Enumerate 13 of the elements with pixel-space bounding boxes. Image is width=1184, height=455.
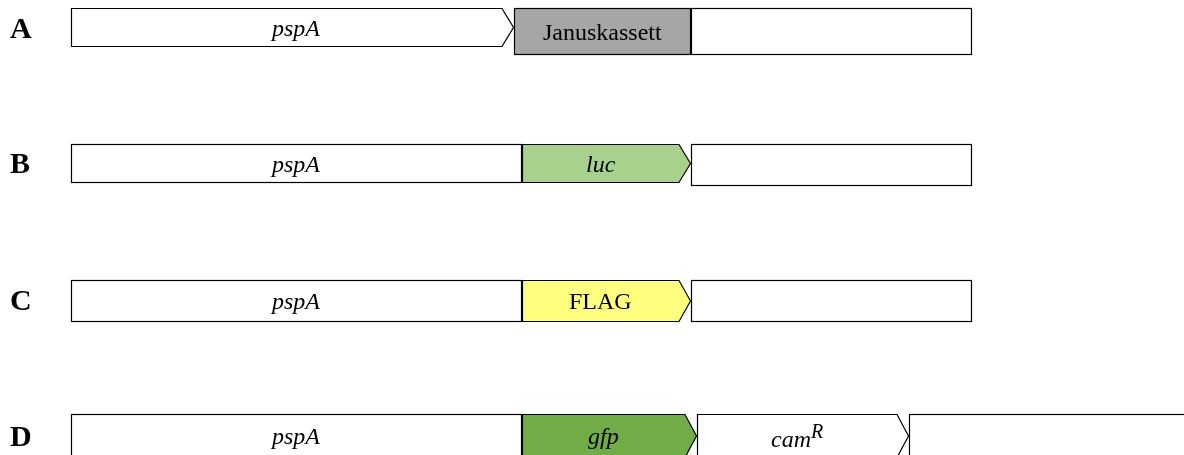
gene-label: Januskassett [543,18,662,45]
gene-label: luc [586,150,616,177]
panel-letter: A [10,11,32,45]
gene-label: pspA [272,150,320,177]
panel-letter: D [10,419,32,453]
gene-label: pspA [272,422,320,450]
gene-label: FLAG [569,287,632,315]
panel-letter: C [10,283,32,317]
gene-label: pspA [272,287,320,315]
gene-label: gfp [588,422,619,450]
gene-label: pspA [272,14,320,41]
gene-label: cam$^{R}$ [771,419,824,453]
panel-letter: B [10,146,30,180]
